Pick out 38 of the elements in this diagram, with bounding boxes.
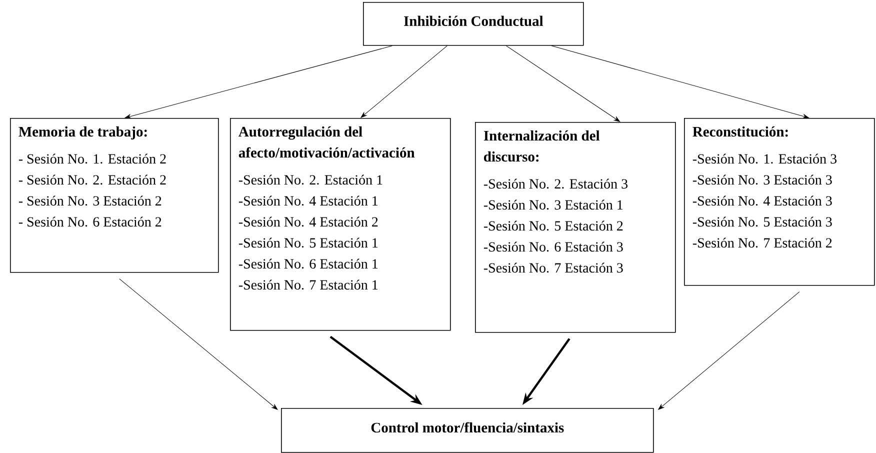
concept-box bbox=[281, 408, 654, 453]
heading: Inhibición Conductual bbox=[404, 16, 544, 26]
list-item: -Sesión No. 4 Estación 3 bbox=[692, 196, 832, 206]
heading: Internalización del discurso: bbox=[484, 130, 600, 162]
heading: Memoria de trabajo: bbox=[18, 126, 147, 140]
arrow bbox=[658, 292, 800, 410]
list-item: -Sesión No. 5 Estación 1 bbox=[238, 238, 378, 248]
concept-box bbox=[475, 122, 676, 333]
list-item: -Sesión No. 7 Estación 2 bbox=[692, 238, 832, 248]
list-item: -Sesión No. 5 Estación 3 bbox=[692, 216, 832, 227]
list-item: -Sesión No. 4 Estación 2 bbox=[238, 216, 378, 227]
list-item: -Sesión No. 7 Estación 3 bbox=[484, 262, 623, 273]
list-item: - Sesión No. 3 Estación 2 bbox=[18, 196, 162, 206]
concept-box bbox=[684, 118, 875, 286]
arrow bbox=[506, 46, 620, 122]
list-item: - Sesión No. 1. Estación 2 bbox=[18, 154, 166, 164]
list-item: -Sesión No. 3 Estación 3 bbox=[692, 174, 832, 185]
arrow bbox=[124, 46, 392, 119]
arrow bbox=[360, 46, 448, 118]
list-item: -Sesión No. 2. Estación 1 bbox=[238, 174, 382, 185]
list-item: -Sesión No. 6 Estación 1 bbox=[238, 258, 378, 269]
list-item: -Sesión No. 5 Estación 2 bbox=[484, 220, 623, 231]
list-item: -Sesión No. 2. Estación 3 bbox=[484, 178, 628, 189]
heading: Control motor/fluencia/sintaxis bbox=[371, 422, 564, 433]
arrow bbox=[551, 46, 809, 118]
list-item: -Sesión No. 3 Estación 1 bbox=[484, 200, 623, 210]
list-item: -Sesión No. 7 Estación 1 bbox=[238, 280, 378, 290]
list-item: -Sesión No. 1. Estación 3 bbox=[692, 154, 837, 164]
list-item: -Sesión No. 4 Estación 1 bbox=[238, 196, 378, 206]
concept-box bbox=[10, 118, 219, 273]
list-item: - Sesión No. 2. Estación 2 bbox=[18, 174, 166, 185]
concept-box bbox=[363, 2, 584, 46]
concept-box bbox=[230, 118, 451, 331]
list-item: - Sesión No. 6 Estación 2 bbox=[18, 216, 162, 227]
arrow bbox=[119, 278, 278, 410]
heading: Reconstitución: bbox=[692, 126, 788, 137]
heading: Autorregulación del afecto/motivación/activación bbox=[238, 126, 415, 158]
list-item: -Sesión No. 6 Estación 3 bbox=[484, 242, 623, 252]
